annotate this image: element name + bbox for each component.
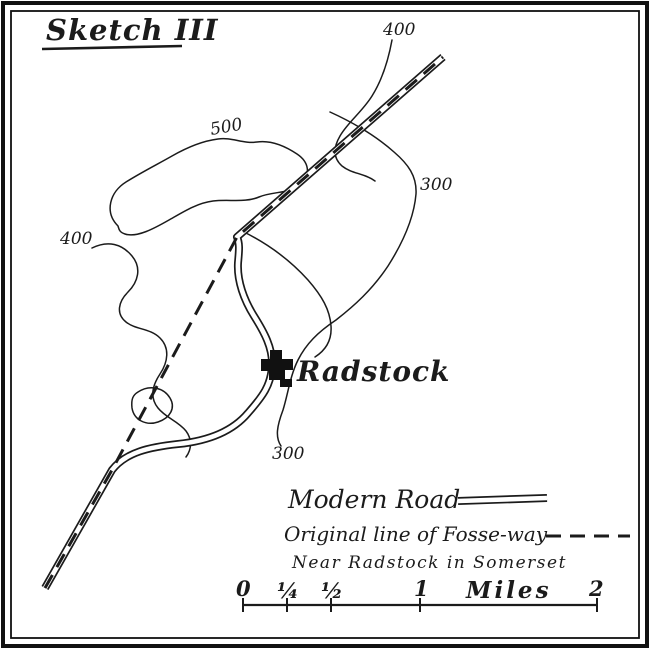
map-title: Sketch III [46, 13, 219, 47]
radstock-town-symbol [261, 350, 293, 387]
legend: Modern Road Original line of Fosse-way N… [284, 485, 630, 573]
contour-label-300-bottom: 300 [272, 444, 305, 464]
scale-label-2: 2 [588, 576, 604, 601]
contour-line-300-sweep [276, 111, 417, 447]
scale-label-half: ½ [321, 578, 343, 603]
scale-label-1: 1 [414, 576, 429, 601]
contour-line-400-top [334, 39, 393, 182]
contour-label-400-top: 400 [382, 20, 416, 40]
contour-label-300-right: 300 [420, 175, 453, 195]
scale-bar: 0 ¼ ½ 1 Miles 2 [236, 576, 604, 612]
scale-label-0: 0 [236, 576, 251, 601]
legend-fosse-way-label: Original line of Fosse-way [284, 522, 548, 546]
legend-area-label: Near Radstock in Somerset [291, 553, 567, 573]
contour-label-500: 500 [209, 115, 245, 140]
contour-line-500-loop [109, 137, 309, 236]
contour-small-knoll [131, 386, 174, 424]
contour-line-400-left [91, 243, 192, 458]
scale-label-quarter: ¼ [277, 578, 299, 603]
scale-miles-label: Miles [465, 577, 552, 604]
fosse-way-dashed-line [43, 55, 444, 589]
contour-line-mid-spur [243, 231, 332, 358]
contour-label-400-left: 400 [59, 229, 93, 249]
map-inner-border [10, 10, 640, 639]
radstock-label: Radstock [296, 355, 450, 388]
legend-modern-road-symbol-surface [457, 495, 548, 504]
title-underline [41, 44, 183, 51]
contour-lines [91, 39, 417, 458]
legend-modern-road-label: Modern Road [287, 485, 460, 514]
